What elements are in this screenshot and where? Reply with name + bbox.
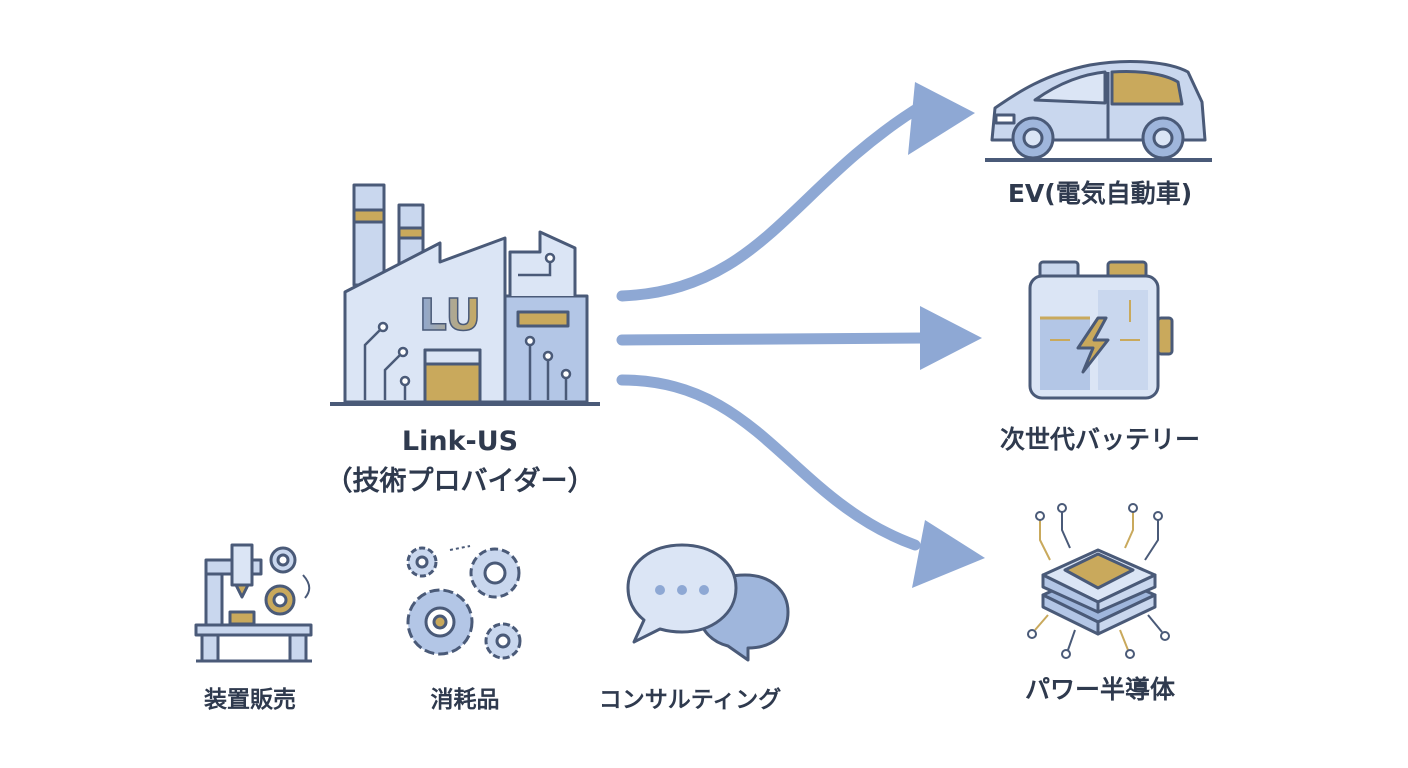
chat-bubbles-icon: [626, 543, 790, 662]
provider-label: Link-US （技術プロバイダー）: [260, 422, 660, 502]
target-label-ev: EV(電気自動車): [1007, 179, 1193, 208]
provider-role: （技術プロバイダー）: [325, 466, 595, 497]
service-label-equipment-sales: 装置販売: [204, 687, 296, 713]
logo-text: LU: [419, 290, 481, 341]
battery-icon: [1028, 260, 1174, 400]
provider-name: Link-US: [401, 426, 519, 457]
semiconductor-chip-icon: [1027, 503, 1170, 659]
circuit-traces: [363, 252, 572, 400]
factory-icon: [330, 183, 600, 406]
arrow-to-battery: [616, 306, 982, 370]
service-label-consulting: コンサルティング: [598, 687, 782, 713]
ev-car-icon: [985, 59, 1212, 162]
machine-equipment-icon: [194, 543, 313, 663]
arrow-to-ev: [616, 82, 975, 302]
gears-icon: [406, 545, 522, 660]
service-label-consumables: 消耗品: [430, 687, 500, 713]
target-label-battery: 次世代バッテリー: [999, 425, 1200, 454]
arrow-to-semiconductor: [616, 374, 985, 588]
target-label-semiconductor: パワー半導体: [1024, 675, 1175, 704]
